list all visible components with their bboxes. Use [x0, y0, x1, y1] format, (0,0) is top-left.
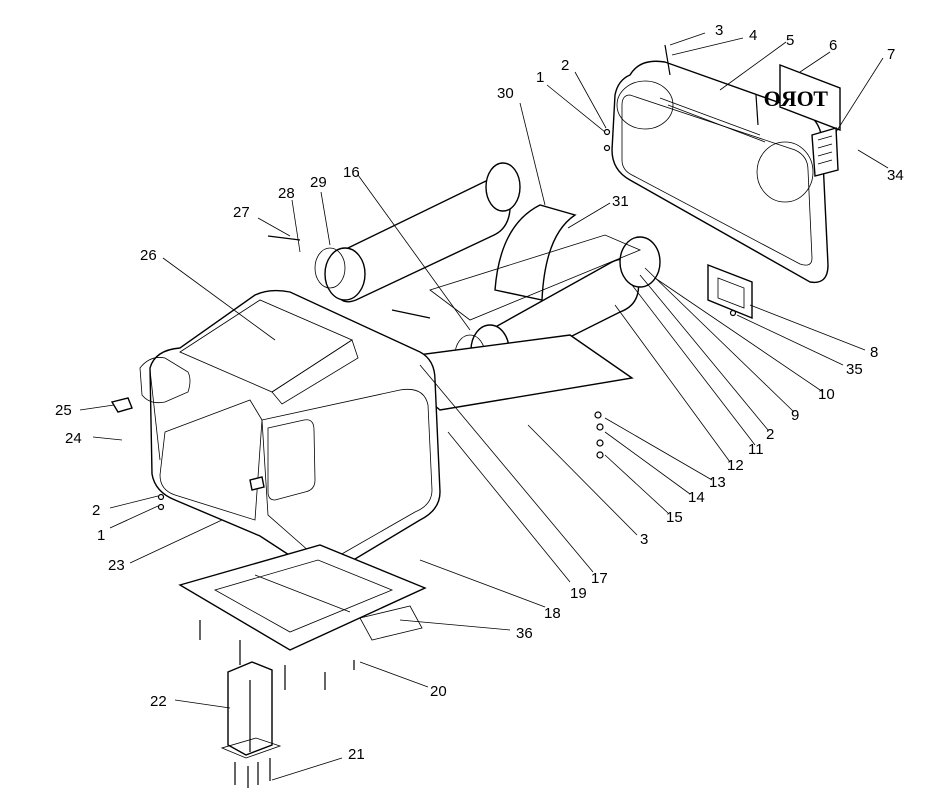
base-frame: [178, 544, 427, 651]
callout-36: 36: [516, 625, 533, 642]
callout-3b: 3: [640, 531, 648, 548]
support-stand: [220, 661, 282, 759]
decal-plate: [811, 127, 839, 177]
callout-19: 19: [570, 585, 587, 602]
callout-26: 26: [140, 247, 157, 264]
callout-2: 2: [561, 57, 569, 74]
callout-13: 13: [709, 474, 726, 491]
callout-20: 20: [430, 683, 447, 700]
callout-labels: 1 2 3 4 5 6 7 34 30 16 29 28 27 26 31 8 …: [55, 22, 904, 763]
callout-4: 4: [749, 27, 757, 44]
callout-16: 16: [343, 164, 360, 181]
callout-15: 15: [666, 509, 683, 526]
callout-1: 1: [536, 69, 544, 86]
callout-29: 29: [310, 174, 327, 191]
rear-panel: [611, 60, 829, 284]
callout-5: 5: [786, 32, 794, 49]
callout-3: 3: [715, 22, 723, 39]
callout-18: 18: [544, 605, 561, 622]
callout-7: 7: [887, 46, 895, 63]
callout-11: 11: [748, 441, 764, 458]
callout-6: 6: [829, 37, 837, 54]
logo-text: TORO: [764, 86, 828, 111]
callout-10: 10: [818, 386, 835, 403]
callout-27: 27: [233, 204, 250, 221]
callout-31: 31: [612, 193, 629, 210]
callout-2b: 2: [766, 426, 774, 443]
callout-17: 17: [591, 570, 608, 587]
callout-12: 12: [727, 457, 744, 474]
callout-24: 24: [65, 430, 82, 447]
callout-9: 9: [791, 407, 799, 424]
callout-30: 30: [497, 85, 514, 102]
callout-34: 34: [887, 167, 904, 184]
callout-28: 28: [278, 185, 295, 202]
callout-14: 14: [688, 489, 705, 506]
pan-plate: [429, 234, 642, 321]
bracket-plate: [707, 263, 753, 320]
main-hood: [139, 289, 441, 573]
callout-35: 35: [846, 361, 863, 378]
heat-shield: [494, 204, 577, 301]
logo-plate: TORO: [764, 63, 841, 132]
callout-8: 8: [870, 344, 878, 361]
callout-2c: 2: [92, 502, 100, 519]
callout-25: 25: [55, 402, 72, 419]
callout-21: 21: [348, 746, 365, 763]
callout-23: 23: [108, 557, 125, 574]
leader-lines: [79, 32, 889, 781]
upper-muffler: [314, 162, 521, 303]
callout-22: 22: [150, 693, 167, 710]
fasteners: [110, 44, 759, 788]
callout-1b: 1: [97, 527, 105, 544]
